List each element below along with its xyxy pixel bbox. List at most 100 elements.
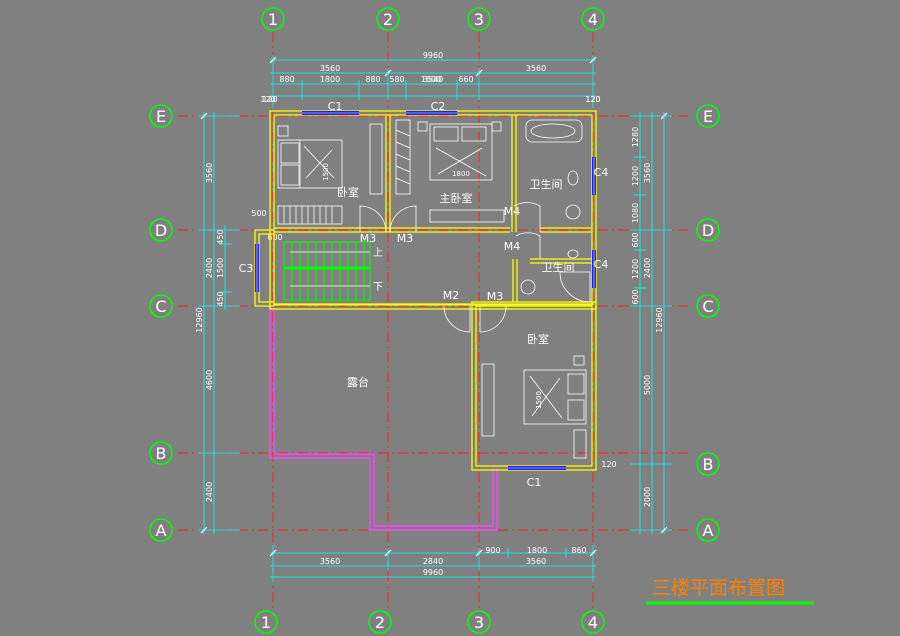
dim-left-total: 12960 <box>195 307 204 332</box>
axis-label-E-left: E <box>156 107 166 126</box>
dim-bottom-1800: 1800 <box>527 546 547 555</box>
axis-label-C-right: C <box>702 297 713 316</box>
bubble-4-top <box>581 7 605 31</box>
dimension-texts-right: 12960 3560 1280 1200 1080 2400 600 1200 … <box>585 95 664 507</box>
bubble-4-bottom <box>581 610 605 634</box>
bed-master-size: 1800 <box>452 170 470 178</box>
stairs <box>283 241 371 301</box>
dim-right-600-b: 600 <box>631 289 640 304</box>
bubble-3-top <box>467 7 491 31</box>
bathtub <box>525 119 583 143</box>
tag-m3-bottom: M3 <box>487 290 504 303</box>
dim-right-ba: 2000 <box>643 487 652 507</box>
bubble-E-right <box>696 104 720 128</box>
basin-upper <box>565 204 581 220</box>
walls <box>254 110 597 471</box>
axis-label-D-right: D <box>702 221 714 240</box>
dim-right-ec: 3560 <box>643 163 652 183</box>
tag-m3-right: M3 <box>397 232 414 245</box>
bubble-A-left <box>149 518 173 542</box>
nightstand-master-l <box>417 121 428 132</box>
dim-bottom-total: 9960 <box>423 568 443 577</box>
door-m3-bottom <box>479 305 507 333</box>
toilet-upper <box>567 170 579 186</box>
tag-c1-top: C1 <box>328 100 343 113</box>
opening-tags: C1 C2 C3 C4 C4 C1 M3 M3 M4 M4 M2 M3 <box>239 100 609 489</box>
basin-lower <box>520 279 536 295</box>
dim-top-660: 660 <box>458 75 473 84</box>
dim-top-880-a: 880 <box>279 75 294 84</box>
stair-down-label: 下 <box>373 282 383 293</box>
dim-bottom-3560-left: 3560 <box>320 557 340 566</box>
dim-right-total: 12960 <box>655 307 664 332</box>
bed-se <box>523 369 587 425</box>
axis-label-A-left: A <box>156 521 167 540</box>
dim-left-ba: 2400 <box>205 482 214 502</box>
axis-label-4-top: 4 <box>588 10 598 29</box>
dim-top-3560-left: 3560 <box>320 64 340 73</box>
dimension-lines <box>198 55 672 582</box>
tag-m4-upper: M4 <box>504 205 521 218</box>
tag-m3-left: M3 <box>360 232 377 245</box>
door-m4-upper <box>513 202 541 232</box>
room-label-bedroom-se: 卧室 <box>527 332 549 346</box>
nightstand-se-bottom <box>573 429 587 459</box>
window-glazing <box>256 112 595 469</box>
axis-label-1-bottom: 1 <box>261 613 271 632</box>
wardrobe-master <box>395 119 411 195</box>
tag-m4-lower: M4 <box>504 240 521 253</box>
desk-nw <box>369 123 383 195</box>
axis-label-E-right: E <box>703 107 713 126</box>
dim-right-120-a: 120 <box>585 95 600 104</box>
dim-left-cb: 4600 <box>205 370 214 390</box>
dim-right-dc: 2400 <box>643 258 652 278</box>
dim-top-1600: 1600 <box>421 75 441 84</box>
dim-top-580: 580 <box>389 75 404 84</box>
nightstand-se-top <box>573 355 585 366</box>
nightstand-nw <box>277 125 289 137</box>
bubble-D-right <box>696 218 720 242</box>
bubble-C-left <box>149 294 173 318</box>
dim-bottom-3560-right: 3560 <box>526 557 546 566</box>
tag-c2-top: C2 <box>431 100 446 113</box>
dim-left-120: 120 <box>260 95 275 104</box>
dim-left-450-a: 450 <box>216 229 225 244</box>
door-m3-left <box>359 205 387 233</box>
wardrobe-nw <box>277 205 343 225</box>
dimension-ticks <box>200 56 668 557</box>
room-label-terrace: 露台 <box>347 375 369 389</box>
door-swings <box>359 202 541 333</box>
room-label-master-bedroom: 主卧室 <box>440 191 473 205</box>
room-label-bath-lower: 卫生间 <box>542 260 575 274</box>
dim-left-450-b: 450 <box>216 291 225 306</box>
stair-up-label: 上 <box>373 247 383 259</box>
bubble-B-left <box>149 441 173 465</box>
room-label-bedroom-nw: 卧室 <box>337 185 359 199</box>
dim-top-880-b: 880 <box>365 75 380 84</box>
axis-label-C-left: C <box>155 297 166 316</box>
bubble-D-left <box>149 218 173 242</box>
dim-left-1500: 1500 <box>216 258 225 278</box>
desk-se <box>481 363 495 437</box>
tag-c1-bottom: C1 <box>527 476 542 489</box>
dim-right-600-a: 600 <box>631 232 640 247</box>
bed-nw <box>277 139 343 189</box>
axis-label-4-bottom: 4 <box>588 613 598 632</box>
dim-left-dc: 2400 <box>205 258 214 278</box>
axis-label-B-left: B <box>156 444 167 463</box>
bubble-A-right <box>696 518 720 542</box>
tag-m2: M2 <box>443 289 460 302</box>
bubble-E-left <box>149 104 173 128</box>
tag-c4-lower: C4 <box>594 258 609 271</box>
furniture-labels: 1500 1800 1500 <box>322 163 543 409</box>
furniture <box>277 119 591 459</box>
dim-right-1200-b: 1200 <box>631 259 640 279</box>
bubble-1-top <box>261 7 285 31</box>
axis-grid <box>178 32 692 610</box>
dim-top-3560-right: 3560 <box>526 64 546 73</box>
dimension-texts-left: 12960 3560 2400 4600 2400 450 1500 450 1… <box>195 95 283 502</box>
dim-right-1200: 1200 <box>631 166 640 186</box>
axis-label-D-left: D <box>155 221 167 240</box>
axis-label-3-top: 3 <box>474 10 484 29</box>
